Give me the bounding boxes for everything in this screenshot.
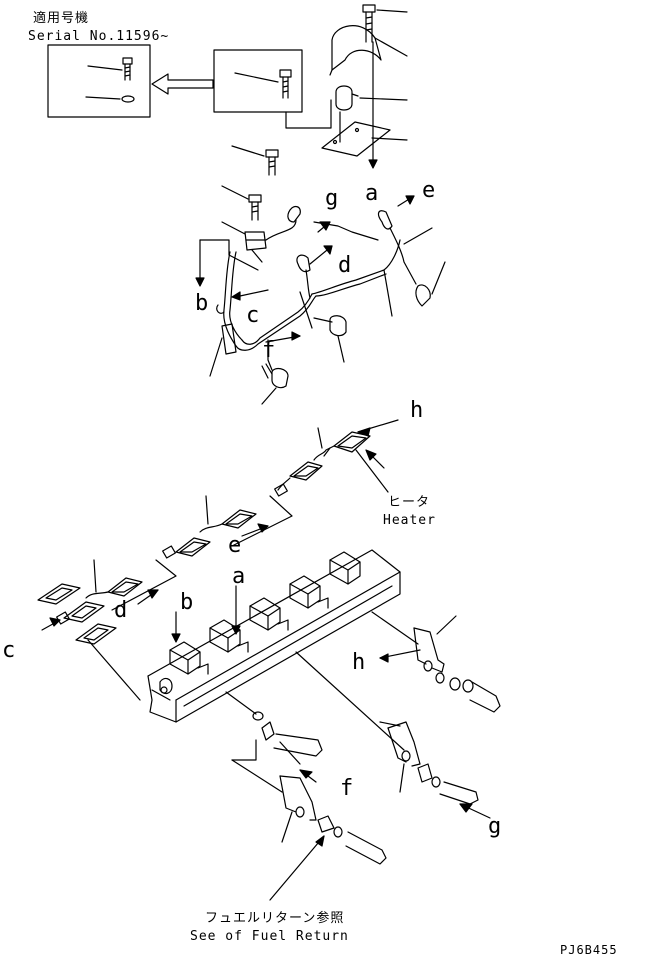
serial-inset-box <box>48 45 150 117</box>
ref-label-e-lower: e <box>228 533 242 558</box>
inset-bolt <box>88 58 132 80</box>
harness-bolt-2 <box>222 186 261 220</box>
harness-bolt-1 <box>232 146 278 175</box>
fuel-return-note-jp: フュエルリターン参照 <box>205 911 345 926</box>
ref-label-g-upper: g <box>325 186 339 211</box>
bracket-h <box>380 616 500 712</box>
manifold-port-1 <box>170 642 200 674</box>
ref-label-d-upper: d <box>338 253 352 278</box>
wiring-harness-upper <box>196 146 445 404</box>
inset-washer <box>86 96 134 102</box>
ref-label-f-upper: f <box>262 338 276 363</box>
fuel-return-note-en: See of Fuel Return <box>190 929 349 944</box>
ref-label-h-upper: h <box>410 398 424 423</box>
heater-label-en: Heater <box>383 513 436 528</box>
clamp-assembly <box>322 5 407 168</box>
replacement-arrow <box>152 74 213 94</box>
drawing-code: PJ6B455 <box>560 943 618 957</box>
intake-manifold <box>148 550 418 722</box>
heater-plate-3 <box>222 510 256 528</box>
harness-bolt-3 <box>314 316 346 362</box>
ref-label-b-lower: b <box>180 590 194 615</box>
applicable-serial-title: 適用号機 <box>33 11 90 26</box>
ref-label-a-upper: a <box>365 181 379 206</box>
bracket-f-lower <box>270 776 386 900</box>
applicable-serial-number: Serial No.11596~ <box>28 29 170 44</box>
heater-plate-4 <box>176 538 210 556</box>
ref-label-f-lower: f <box>340 776 354 801</box>
gasket-1 <box>38 584 80 604</box>
heater-plate-2 <box>290 462 322 480</box>
heater-label-jp: ヒータ <box>388 495 431 510</box>
ref-label-b-upper: b <box>195 291 209 316</box>
gasket-2 <box>64 602 104 622</box>
ref-label-d-lower: d <box>114 598 128 623</box>
gasket-3 <box>76 624 116 644</box>
bracket-f-upper <box>226 692 322 792</box>
heater-plate-1 <box>324 432 370 456</box>
ref-label-c-lower: c <box>2 638 16 663</box>
heater-plate-5 <box>108 578 142 596</box>
ref-label-a-lower: a <box>232 564 246 589</box>
ref-label-g-lower: g <box>488 814 502 839</box>
manifold-port-5 <box>330 552 360 584</box>
ref-label-e-upper: e <box>422 178 436 203</box>
harness-bolt-4 <box>262 364 288 404</box>
bracket-g <box>296 652 490 818</box>
original-part-box <box>214 50 331 128</box>
heater-chain <box>38 420 398 700</box>
manifold-port-3 <box>250 598 280 630</box>
ref-label-h-lower: h <box>352 650 366 675</box>
ref-label-c-upper: c <box>246 303 260 328</box>
manifold-port-4 <box>290 576 320 608</box>
